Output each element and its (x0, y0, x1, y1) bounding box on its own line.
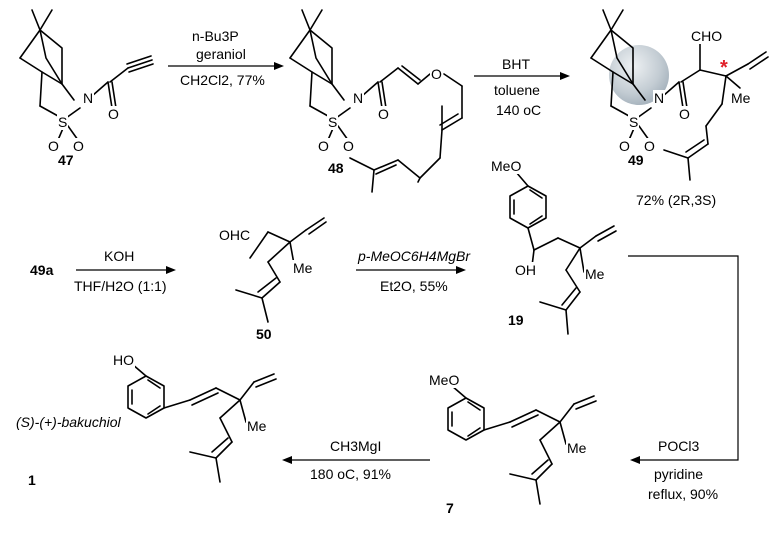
atom-me-1: Me (246, 418, 268, 434)
atom-o-48d: O (430, 66, 443, 82)
atom-ohc-50: OHC (218, 227, 252, 243)
stereocenter-star: * (720, 57, 728, 79)
arrow-step-4 (356, 266, 466, 274)
atom-o-48c: O (377, 106, 390, 122)
atom-me-7: Me (566, 440, 588, 456)
step5-solvent: pyridine (654, 466, 704, 482)
compound-50-structure (235, 217, 327, 323)
step3-reagent: KOH (104, 248, 135, 264)
label-compound-48: 48 (328, 160, 344, 176)
label-compound-7: 7 (446, 500, 454, 516)
compound-7-structure (447, 385, 597, 505)
step6-reagent: CH3MgI (330, 438, 382, 454)
atom-o-49a: O (618, 138, 631, 154)
label-compound-1: 1 (28, 472, 36, 488)
compound-47-structure (19, 9, 154, 141)
atom-n-47: N (82, 90, 95, 106)
label-compound-19: 19 (508, 312, 524, 328)
atom-o-47b: O (72, 138, 85, 154)
atom-n-48: N (352, 90, 365, 106)
label-compound-50: 50 (256, 326, 272, 342)
atom-me-19: Me (584, 266, 606, 282)
step4-reagent: p-MeOC6H4MgBr (358, 248, 471, 264)
atom-me-50: Me (292, 260, 314, 276)
label-compound-49a: 49a (30, 262, 54, 278)
step2-solvent: toluene (494, 82, 540, 98)
step3-solvent: THF/H2O (1:1) (74, 278, 167, 294)
name-compound-1: (S)-(+)-bakuchiol (16, 414, 121, 430)
arrow-step-5 (628, 255, 739, 464)
atom-o-47a: O (47, 138, 60, 154)
atom-meo-19: MeO (490, 158, 523, 174)
atom-ho-1: HO (112, 352, 135, 368)
compound-48-structure (289, 9, 463, 193)
step2-temperature: 140 oC (496, 102, 542, 118)
step1-reagent-2: geraniol (196, 46, 246, 62)
step6-conditions: 180 oC, 91% (310, 466, 391, 482)
atom-o-49b: O (643, 138, 656, 154)
atom-s-47: S (57, 114, 69, 130)
atom-me-49: Me (731, 90, 751, 106)
step5-reagent: POCl3 (658, 438, 700, 454)
arrow-step-1 (168, 62, 284, 70)
yield-compound-49: 72% (2R,3S) (636, 192, 717, 208)
atom-o-48b: O (342, 138, 355, 154)
compound-49-structure (590, 9, 769, 181)
step2-reagent-1: BHT (502, 56, 530, 72)
step1-conditions: CH2Cl2, 77% (180, 72, 265, 88)
atom-s-49: S (628, 114, 640, 130)
arrow-step-6 (282, 456, 430, 464)
atom-o-49c: O (678, 106, 691, 122)
compound-19-structure (509, 171, 617, 335)
atom-o-47c: O (107, 106, 120, 122)
step1-reagent-1: n-Bu3P (192, 28, 239, 44)
atom-s-48: S (327, 114, 339, 130)
atom-meo-7: MeO (428, 372, 461, 388)
label-compound-49: 49 (628, 152, 644, 168)
step4-conditions: Et2O, 55% (380, 278, 448, 294)
label-compound-47: 47 (58, 152, 74, 168)
atom-oh-19: OH (514, 262, 537, 278)
arrow-step-2 (474, 72, 570, 80)
arrow-step-3 (76, 266, 176, 274)
step5-conditions: reflux, 90% (648, 486, 719, 502)
atom-o-48a: O (317, 138, 330, 154)
compound-1-structure (127, 363, 277, 483)
atom-n-49: N (653, 90, 666, 106)
atom-cho-49: CHO (690, 28, 724, 44)
